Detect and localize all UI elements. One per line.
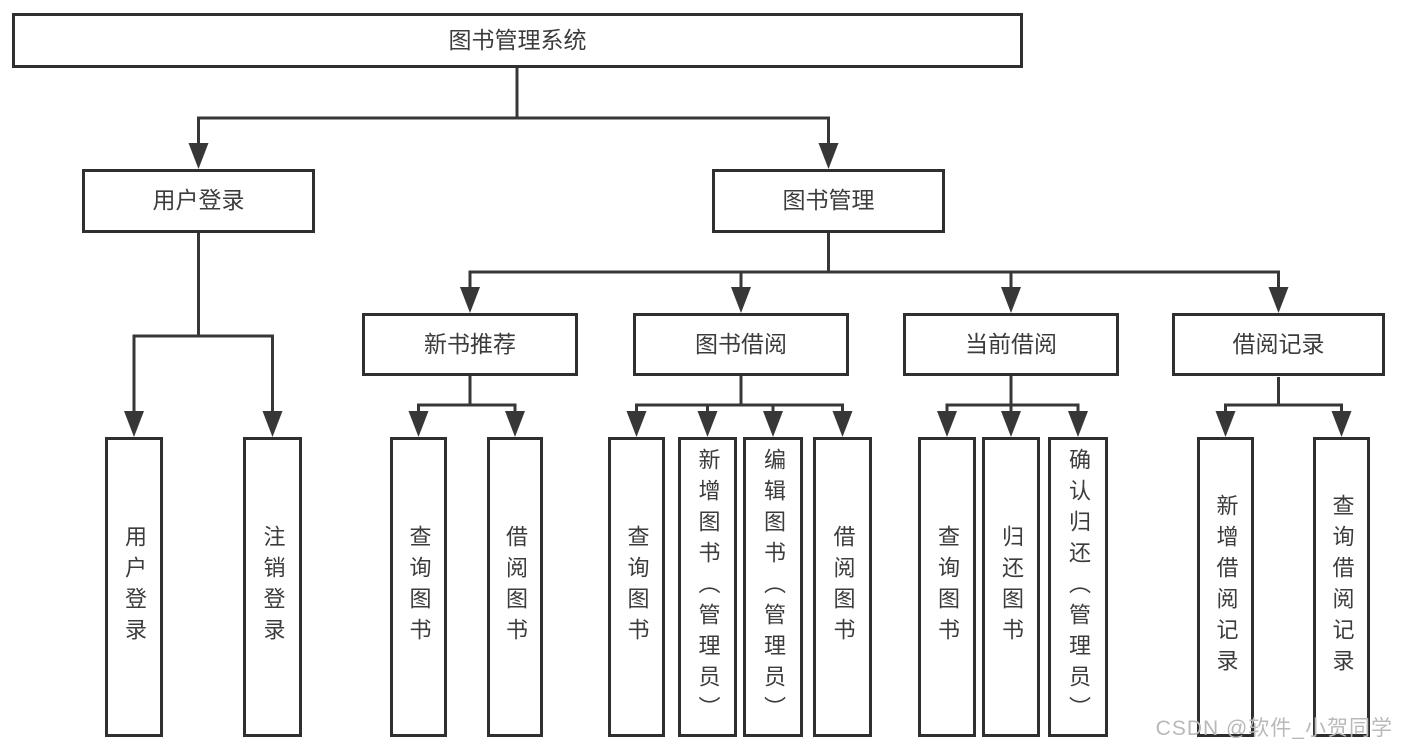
leaf-return-books-label: 归还图书 (999, 525, 1024, 649)
node-book-borrowing: 图书借阅 (633, 313, 849, 376)
node-current-borrowing-label: 当前借阅 (965, 330, 1057, 357)
leaf-borrow-books-borrow-label: 借阅图书 (830, 525, 856, 649)
node-book-borrowing-label: 图书借阅 (695, 330, 787, 357)
leaf-query-books-borrow-label: 查询图书 (624, 525, 650, 649)
leaf-query-books-current-label: 查询图书 (935, 525, 960, 649)
connector-recommend-to-leaves (408, 376, 525, 437)
leaf-confirm-return-admin: 确认归还（管理员） (1048, 437, 1108, 737)
leaf-edit-books-admin-label: 编辑图书（管理员） (761, 447, 786, 727)
node-library-system: 图书管理系统 (12, 13, 1023, 68)
leaf-add-books-admin-label: 新增图书（管理员） (695, 447, 721, 727)
leaf-user-login-label: 用户登录 (122, 525, 147, 649)
node-new-book-recommendation-label: 新书推荐 (424, 330, 516, 357)
connector-book-management-to-level3 (460, 232, 1289, 313)
leaf-query-books-current: 查询图书 (918, 437, 976, 737)
node-user-login: 用户登录 (82, 169, 315, 233)
connector-borrow-to-leaves (626, 376, 853, 437)
leaf-query-books-borrow: 查询图书 (608, 437, 665, 737)
leaf-logout-login-label: 注销登录 (260, 525, 286, 649)
leaf-add-borrow-record-label: 新增借阅记录 (1213, 494, 1239, 680)
leaf-query-books-recommend-label: 查询图书 (406, 525, 432, 649)
leaf-borrow-books-recommend: 借阅图书 (487, 437, 543, 737)
leaf-add-borrow-record: 新增借阅记录 (1197, 437, 1254, 737)
leaf-user-login: 用户登录 (105, 437, 163, 737)
node-borrowing-records-label: 借阅记录 (1232, 330, 1325, 357)
node-user-login-label: 用户登录 (152, 187, 245, 214)
leaf-edit-books-admin: 编辑图书（管理员） (743, 437, 803, 737)
leaf-return-books: 归还图书 (982, 437, 1040, 737)
node-library-system-label: 图书管理系统 (448, 26, 587, 53)
node-borrowing-records: 借阅记录 (1172, 313, 1385, 376)
node-current-borrowing: 当前借阅 (903, 313, 1119, 376)
leaf-borrow-books-recommend-label: 借阅图书 (503, 525, 528, 649)
leaf-logout-login: 注销登录 (243, 437, 302, 737)
leaf-borrow-books-borrow: 借阅图书 (813, 437, 872, 737)
connector-root-to-level2 (188, 68, 839, 169)
leaf-add-books-admin: 新增图书（管理员） (678, 437, 737, 737)
node-book-management-label: 图书管理 (782, 187, 875, 214)
connector-records-to-leaves (1215, 377, 1352, 437)
leaf-query-borrow-record-label: 查询借阅记录 (1329, 494, 1355, 680)
leaf-confirm-return-admin-label: 确认归还（管理员） (1066, 447, 1091, 727)
connector-current-to-leaves (937, 376, 1088, 437)
watermark-text: CSDN @软件_小贺同学 (1155, 717, 1393, 740)
leaf-query-borrow-record: 查询借阅记录 (1313, 437, 1370, 737)
node-new-book-recommendation: 新书推荐 (362, 313, 578, 376)
node-book-management: 图书管理 (712, 169, 945, 233)
leaf-query-books-recommend: 查询图书 (390, 437, 447, 737)
connector-user-login-to-leaves (124, 233, 283, 437)
